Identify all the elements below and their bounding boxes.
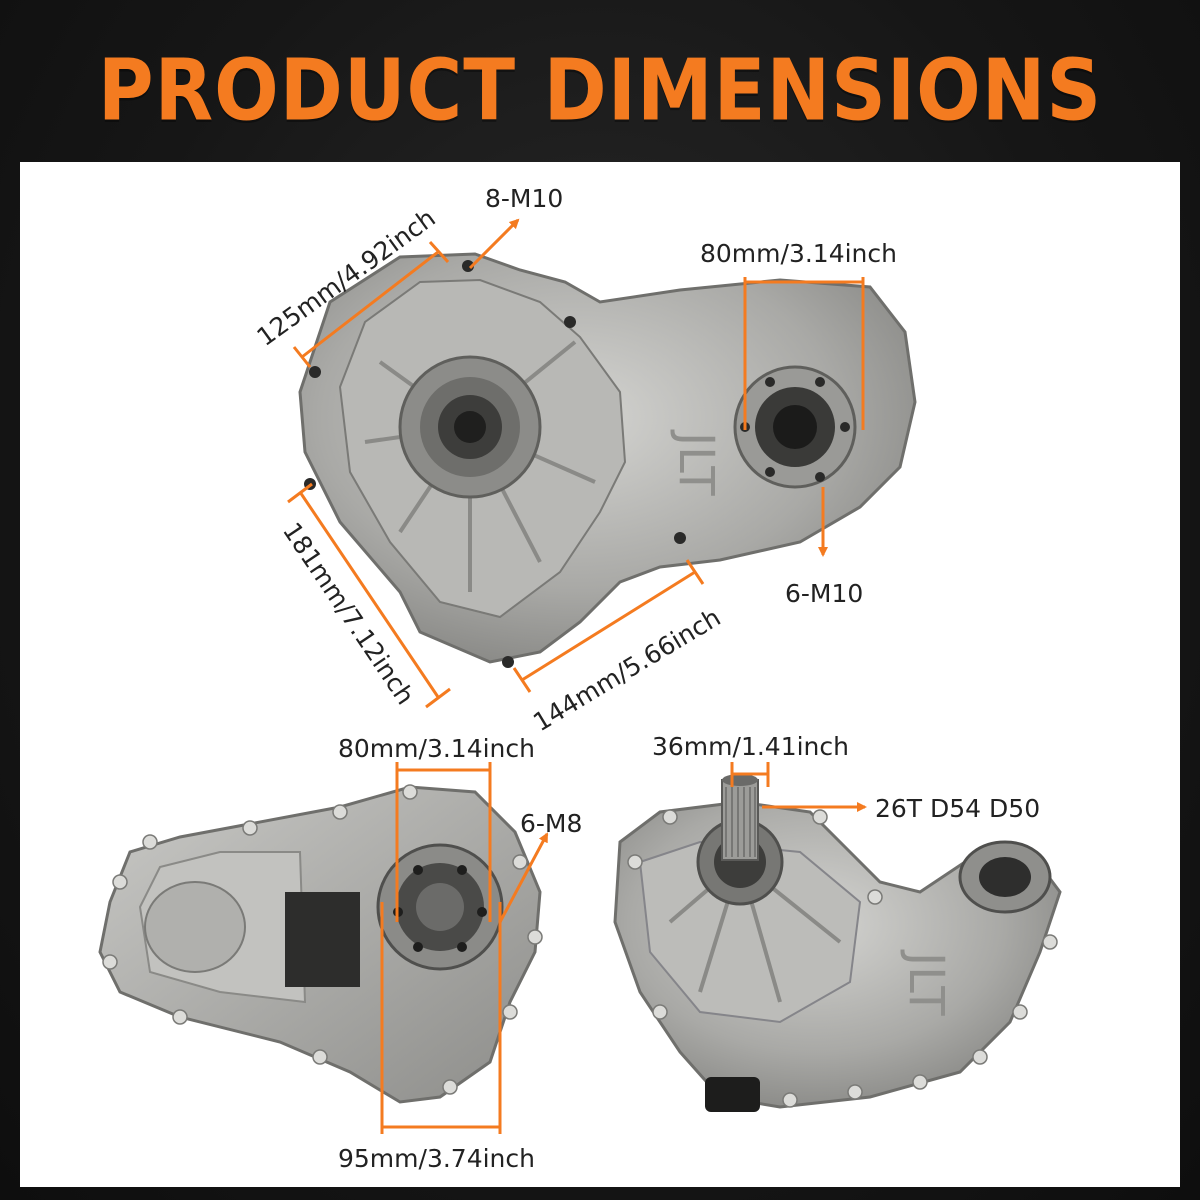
rear-bolt-leader <box>498 832 549 923</box>
side-view-dimensions <box>730 762 867 812</box>
top-view-dimensions <box>287 218 865 709</box>
side-view-case: JLT <box>613 774 1062 1112</box>
rear-bottom-label: 95mm/3.74inch <box>338 1144 535 1173</box>
spline-label: 26T D54 D50 <box>875 794 1040 823</box>
svg-text:JLT: JLT <box>898 949 954 1016</box>
output-flange-label: 80mm/3.14inch <box>700 239 897 268</box>
shaft-label: 36mm/1.41inch <box>652 732 849 761</box>
page-title: PRODUCT DIMENSIONS <box>97 40 1103 140</box>
bolt-flange-leader <box>468 218 520 270</box>
rear-view-dimensions <box>380 762 549 1134</box>
rear-view-case <box>98 784 543 1104</box>
svg-text:JLT: JLT <box>668 429 724 496</box>
top-view-case: JLT <box>298 252 917 668</box>
flange-width-line <box>301 250 439 359</box>
product-illustration: JLT <box>98 184 1062 1173</box>
bolt-output-label: 6-M10 <box>785 579 863 608</box>
white-panel: JLT <box>20 162 1180 1187</box>
rear-top-label: 80mm/3.14inch <box>338 734 535 763</box>
rear-bolt-label: 6-M8 <box>520 809 582 838</box>
height-line <box>298 491 440 698</box>
bolt-flange-label: 8-M10 <box>485 184 563 213</box>
bottom-width-line <box>521 570 696 682</box>
